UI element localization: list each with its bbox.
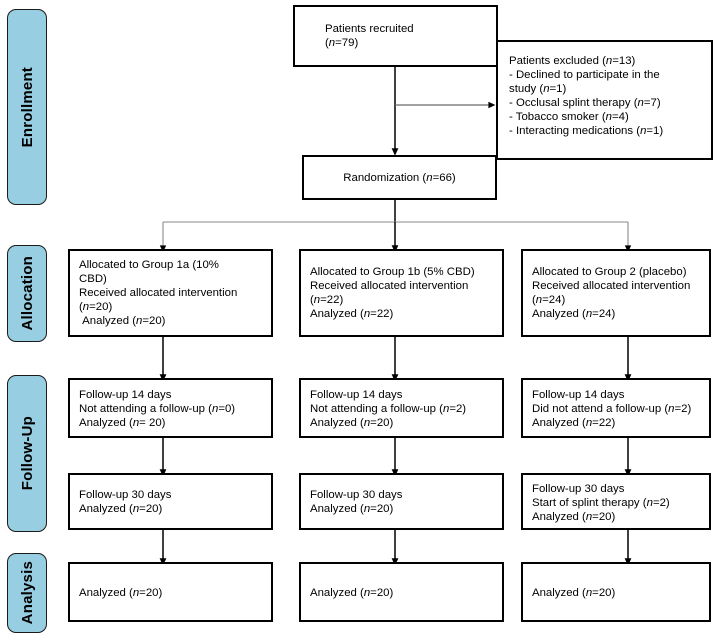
node-followup30-group-1a: Follow-up 30 days Analyzed (n=20) xyxy=(68,473,273,530)
node-followup14-group-2: Follow-up 14 days Did not attend a follo… xyxy=(521,378,711,438)
node-randomization: Randomization (n=66) xyxy=(302,155,497,200)
node-allocation-group-2: Allocated to Group 2 (placebo) Received … xyxy=(521,249,711,337)
stage-label-followup: Follow-Up xyxy=(7,375,47,532)
node-followup14-group-1b: Follow-up 14 days Not attending a follow… xyxy=(299,378,504,438)
node-followup30-group-1b: Follow-up 30 days Analyzed (n=20) xyxy=(299,473,504,530)
node-analysis-group-1b: Analyzed (n=20) xyxy=(299,562,504,622)
node-allocation-group-1a: Allocated to Group 1a (10% CBD) Received… xyxy=(68,249,273,337)
node-followup30-group-2: Follow-up 30 days Start of splint therap… xyxy=(521,473,711,530)
stage-label-analysis-text: Analysis xyxy=(18,561,36,625)
node-patients-recruited: Patients recruited (n=79) xyxy=(293,5,498,67)
node-analysis-group-1a: Analyzed (n=20) xyxy=(68,562,273,622)
stage-label-analysis: Analysis xyxy=(7,553,47,633)
node-analysis-group-2: Analyzed (n=20) xyxy=(521,562,711,622)
stage-label-enrollment-text: Enrollment xyxy=(18,66,36,148)
node-patients-excluded: Patients excluded (n=13) - Declined to p… xyxy=(496,40,713,160)
node-allocation-group-1b: Allocated to Group 1b (5% CBD) Received … xyxy=(299,249,504,337)
node-patients-recruited-text: Patients recruited (n=79) xyxy=(325,23,414,49)
stage-label-enrollment: Enrollment xyxy=(7,9,47,205)
stage-label-allocation-text: Allocation xyxy=(18,256,36,331)
node-followup14-group-1a: Follow-up 14 days Not attending a follow… xyxy=(68,378,273,438)
stage-label-followup-text: Follow-Up xyxy=(18,416,36,491)
stage-label-allocation: Allocation xyxy=(7,245,47,342)
